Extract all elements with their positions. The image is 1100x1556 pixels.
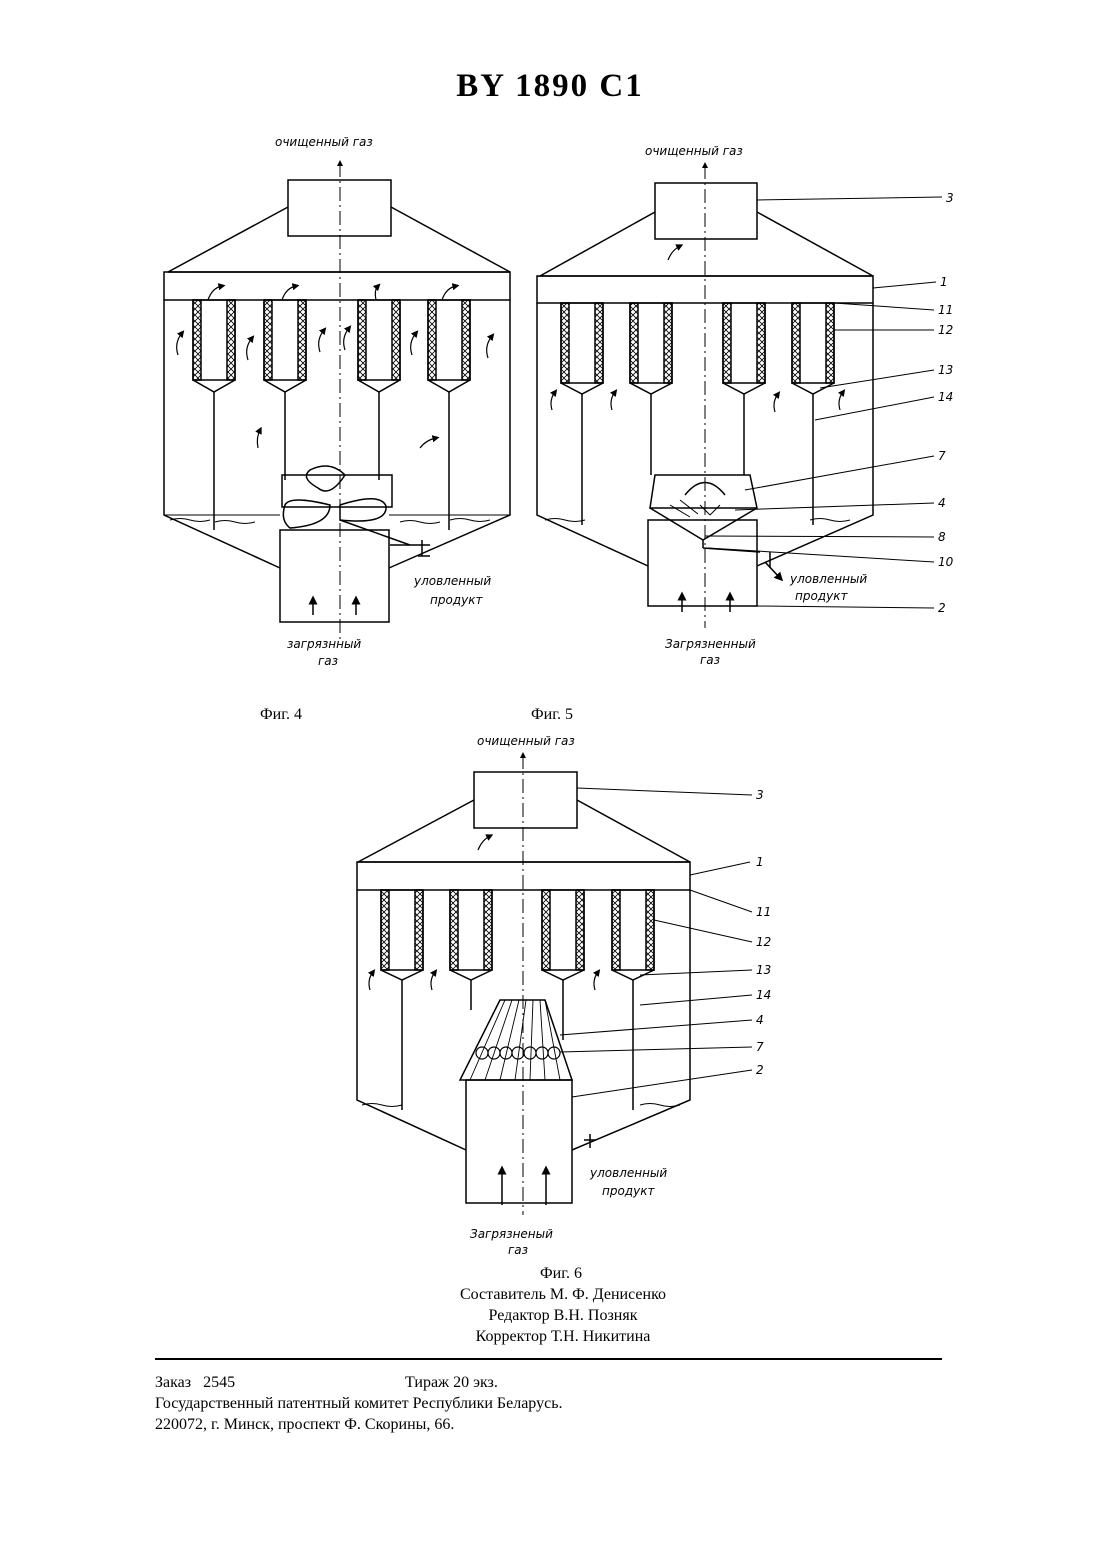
fig6-ref-11: 11 <box>756 905 771 919</box>
fig6-clean-gas-label: очищенный газ <box>477 734 575 748</box>
fig6-product-label-2: продукт <box>602 1184 655 1198</box>
credits-block: Составитель М. Ф. Денисенко Редактор В.Н… <box>0 1284 1100 1347</box>
fig4-product-label-1: уловленный <box>413 574 491 588</box>
fig5-caption: Фиг. 5 <box>531 706 573 724</box>
fig6-ref-1: 1 <box>756 855 764 869</box>
fig4-clean-gas-label: очищенный газ <box>275 135 373 149</box>
footer-divider <box>155 1358 942 1360</box>
fig6-ref-2: 2 <box>756 1063 764 1077</box>
filter-elements-fig4 <box>193 300 470 530</box>
organization-line: Государственный патентный комитет Респуб… <box>155 1393 563 1414</box>
fig6-dirty-gas-label-1: Загрязненый <box>470 1227 553 1241</box>
fig5-ref-11: 11 <box>938 303 953 317</box>
fig5-ref-7: 7 <box>938 449 946 463</box>
fig4-dirty-gas-label-1: загрязнный <box>287 637 361 651</box>
fig5-ref-8: 8 <box>938 530 946 544</box>
fig5-clean-gas-label: очищенный газ <box>645 144 743 158</box>
imprint-block: Заказ 2545Тираж 20 экз. Государственный … <box>155 1372 563 1435</box>
fig5-ref-4: 4 <box>938 496 946 510</box>
fig6-ref-7: 7 <box>756 1040 764 1054</box>
fig5-ref-2: 2 <box>938 601 946 615</box>
fig6-ref-12: 12 <box>756 935 771 949</box>
filter-elements-fig5 <box>561 303 834 525</box>
fig6-ref-14: 14 <box>756 988 771 1002</box>
patent-drawings: очищенный газ загрязнный газ уловленный … <box>0 0 1100 1300</box>
fig5-product-label-1: уловленный <box>789 572 867 586</box>
fig4-caption: Фиг. 4 <box>260 706 302 724</box>
fig5-product-label-2: продукт <box>795 589 848 603</box>
fig4-product-label-2: продукт <box>430 593 483 607</box>
fig5-ref-1: 1 <box>940 275 948 289</box>
fig6-caption: Фиг. 6 <box>540 1265 582 1283</box>
fig6-ref-4: 4 <box>756 1013 764 1027</box>
order-number: Заказ 2545 <box>155 1372 405 1393</box>
circulation: Тираж 20 экз. <box>405 1372 498 1393</box>
fig4-dirty-gas-label-2: газ <box>318 654 338 668</box>
fig5-ref-14: 14 <box>938 390 953 404</box>
fig5-dirty-gas-label-1: Загрязненный <box>665 637 756 651</box>
address-line: 220072, г. Минск, проспект Ф. Скорины, 6… <box>155 1414 563 1435</box>
figure-6-drawing <box>357 755 752 1215</box>
fig5-ref-12: 12 <box>938 323 953 337</box>
editor-line: Редактор В.Н. Позняк <box>0 1305 1100 1326</box>
fig6-product-label-1: уловленный <box>589 1166 667 1180</box>
figure-5-drawing <box>537 165 942 628</box>
fig5-ref-3: 3 <box>946 191 954 205</box>
compiler-line: Составитель М. Ф. Денисенко <box>0 1284 1100 1305</box>
proofreader-line: Корректор Т.Н. Никитина <box>0 1326 1100 1347</box>
figure-4-drawing <box>164 163 510 640</box>
fig5-ref-10: 10 <box>938 555 954 569</box>
fig6-dirty-gas-label-2: газ <box>508 1243 528 1257</box>
fig5-ref-13: 13 <box>938 363 953 377</box>
fig6-ref-3: 3 <box>756 788 764 802</box>
fig6-ref-13: 13 <box>756 963 771 977</box>
fig5-dirty-gas-label-2: газ <box>700 653 720 667</box>
